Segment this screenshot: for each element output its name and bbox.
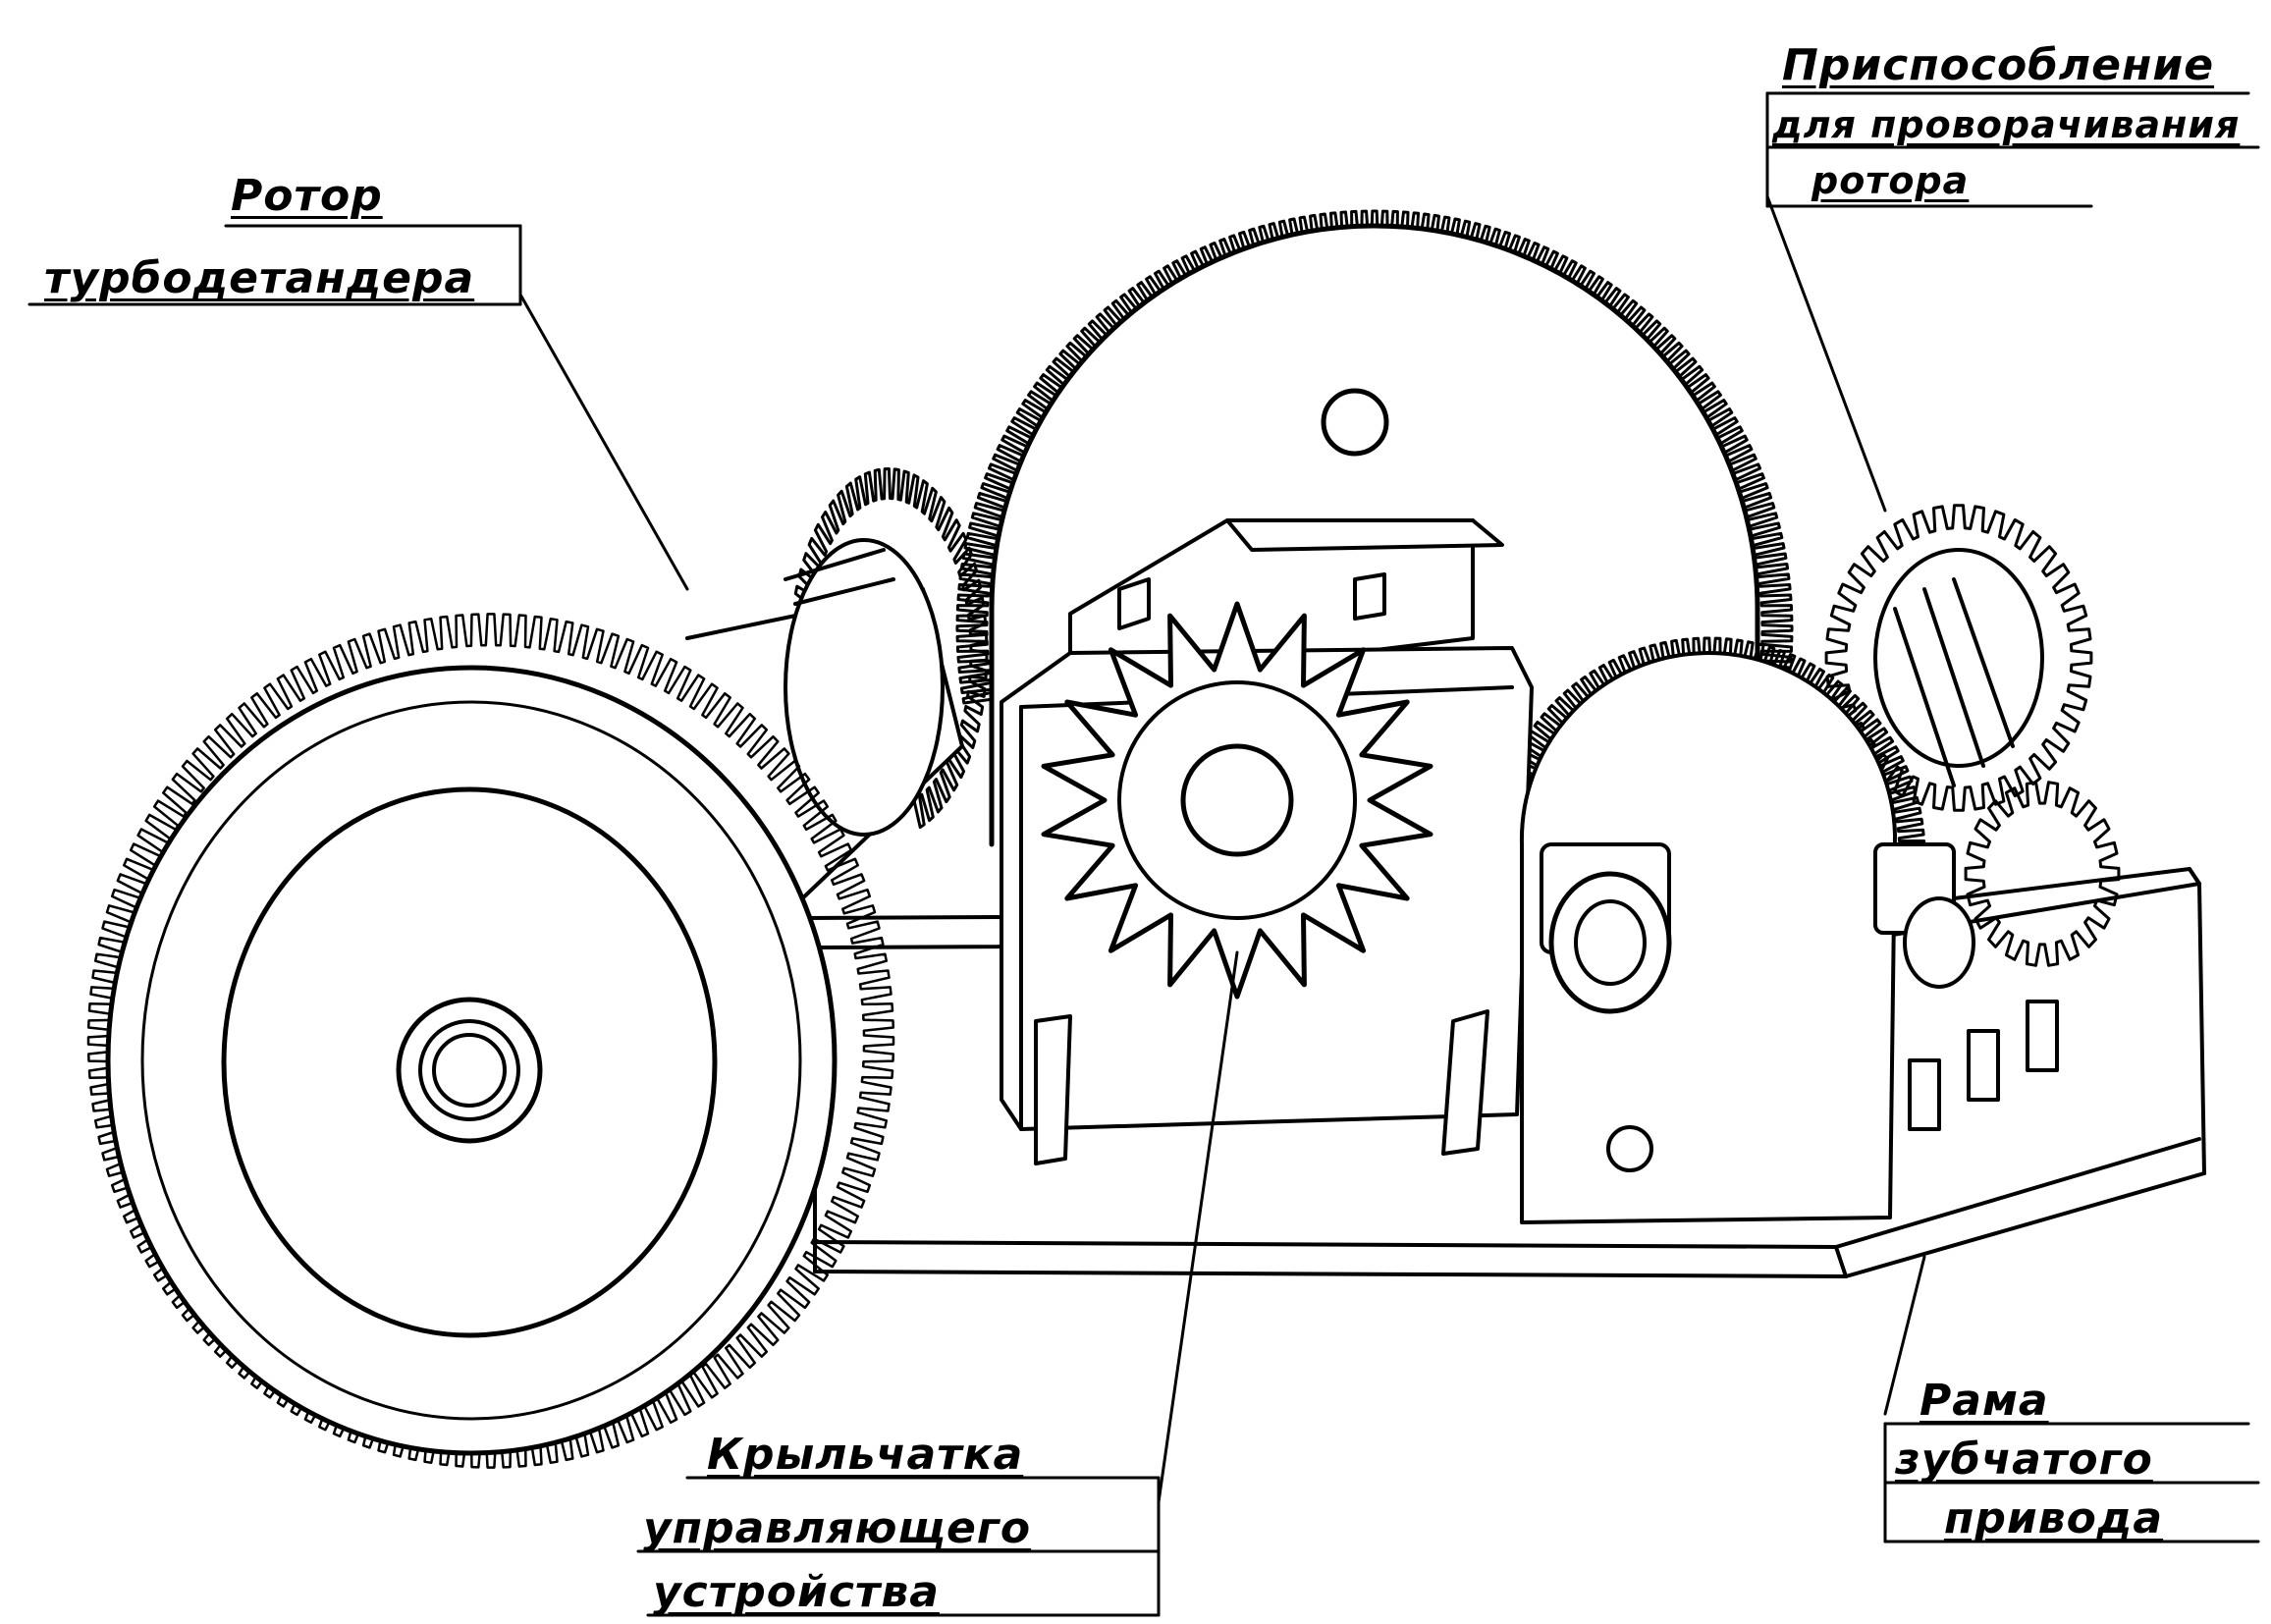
turbine-wheel bbox=[86, 613, 895, 1469]
label-rules bbox=[27, 91, 2260, 1617]
label-impeller-2: управляющего bbox=[643, 1503, 1032, 1553]
label-impeller-1: Крыльчатка bbox=[707, 1430, 1024, 1480]
label-rotor-1: Ротор bbox=[231, 171, 383, 221]
label-frame-2: зубчатого bbox=[1895, 1435, 2153, 1485]
label-fixture-2: для проворачивания bbox=[1772, 103, 2241, 146]
label-fixture-3: ротора bbox=[1811, 159, 1970, 202]
label-frame-1: Рама bbox=[1920, 1376, 2049, 1426]
label-frame-3: привода bbox=[1944, 1493, 2164, 1543]
leader-lines bbox=[518, 194, 1926, 1504]
label-impeller-3: устройства bbox=[653, 1567, 940, 1617]
right-gear-cluster bbox=[1491, 504, 2121, 967]
right-bearing-housing bbox=[1519, 651, 1975, 1224]
impeller-star-wheel bbox=[1041, 601, 1433, 1000]
label-fixture-1: Приспособление bbox=[1782, 40, 2215, 90]
label-rotor-2: турбодетандера bbox=[44, 253, 475, 303]
